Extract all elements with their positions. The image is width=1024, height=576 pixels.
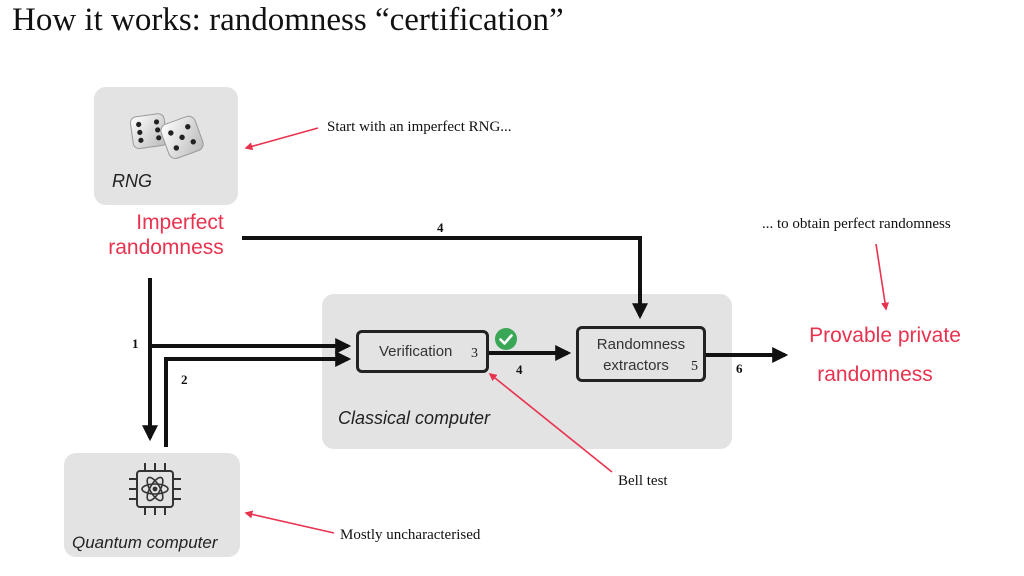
step-label-1: 1 — [132, 336, 139, 351]
annotation-start: Start with an imperfect RNG... — [327, 119, 512, 135]
pointer-uncharacterised — [244, 510, 335, 534]
verification-label: Verification — [379, 343, 453, 360]
verification-box: Verification 3 — [356, 330, 489, 373]
provable-private-label-line1: Provable private — [809, 324, 961, 347]
classical-computer-label: Classical computer — [338, 408, 491, 428]
imperfect-randomness-label-line1: Imperfect — [136, 211, 224, 234]
step-label-4-top: 4 — [437, 220, 444, 235]
annotation-uncharacterised: Mostly uncharacterised — [340, 527, 481, 543]
quantum-computer-panel: Quantum computer — [64, 453, 240, 557]
check-circle-icon — [495, 328, 517, 350]
verification-step-number: 3 — [471, 346, 478, 361]
step-label-2: 2 — [181, 372, 188, 387]
slide-title: How it works: randomness “certification” — [12, 2, 564, 38]
provable-private-label-line2: randomness — [817, 363, 933, 386]
pointer-obtain — [875, 243, 889, 311]
pointer-start — [244, 127, 319, 151]
step-label-6: 6 — [736, 361, 743, 376]
annotation-bell-test: Bell test — [618, 473, 668, 489]
randomness-extractors-box: Randomness extractors 5 — [576, 326, 706, 382]
quantum-chip-icon — [129, 463, 181, 515]
extractors-step-number: 5 — [691, 359, 698, 374]
pointer-bell — [488, 372, 613, 473]
dice-icon — [129, 113, 204, 159]
rng-panel: RNG — [94, 87, 238, 205]
rng-label: RNG — [112, 171, 152, 191]
extractors-label-line1: Randomness — [596, 336, 686, 353]
arrow-2-to-verification — [164, 351, 352, 447]
quantum-computer-label: Quantum computer — [72, 533, 218, 552]
extractors-label-line2: extractors — [603, 357, 669, 374]
arrow-4-to-extractors — [242, 236, 648, 320]
imperfect-randomness-label-line2: randomness — [108, 236, 224, 259]
annotation-obtain: ... to obtain perfect randomness — [762, 216, 951, 232]
step-label-4-mid: 4 — [516, 362, 523, 377]
